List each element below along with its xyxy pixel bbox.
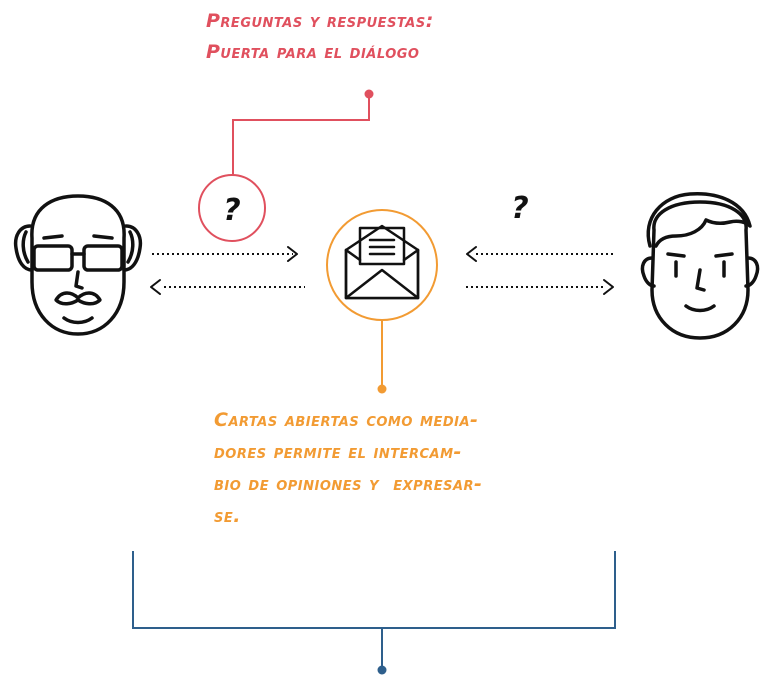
left-arrows bbox=[150, 246, 305, 295]
question-caption-line-1: Preguntas y respuestas: bbox=[206, 10, 434, 32]
open-envelope-letter-icon bbox=[344, 224, 420, 300]
letter-caption-line-3: bio de opiniones y expresar- bbox=[214, 473, 483, 495]
letter-caption-line-4: se. bbox=[214, 505, 241, 527]
bottom-bracket bbox=[132, 551, 616, 675]
elderly-man-with-glasses-icon bbox=[13, 194, 143, 336]
question-caption: Preguntas y respuestas: Puerta para el d… bbox=[206, 6, 434, 68]
question-bubble: ? bbox=[198, 174, 266, 242]
question-mark-left: ? bbox=[223, 193, 240, 228]
letter-node bbox=[326, 209, 438, 321]
letter-caption: Cartas abiertas como media- dores permit… bbox=[214, 404, 482, 532]
question-mark-right: ? bbox=[511, 191, 528, 226]
question-caption-line-2: Puerta para el diálogo bbox=[206, 41, 420, 63]
young-man-icon bbox=[640, 192, 760, 340]
letter-connector bbox=[377, 320, 387, 394]
right-arrows bbox=[466, 246, 616, 295]
letter-caption-line-1: Cartas abiertas como media- bbox=[214, 409, 479, 431]
question-connector bbox=[232, 89, 374, 176]
letter-caption-line-2: dores permite el intercam- bbox=[214, 441, 462, 463]
